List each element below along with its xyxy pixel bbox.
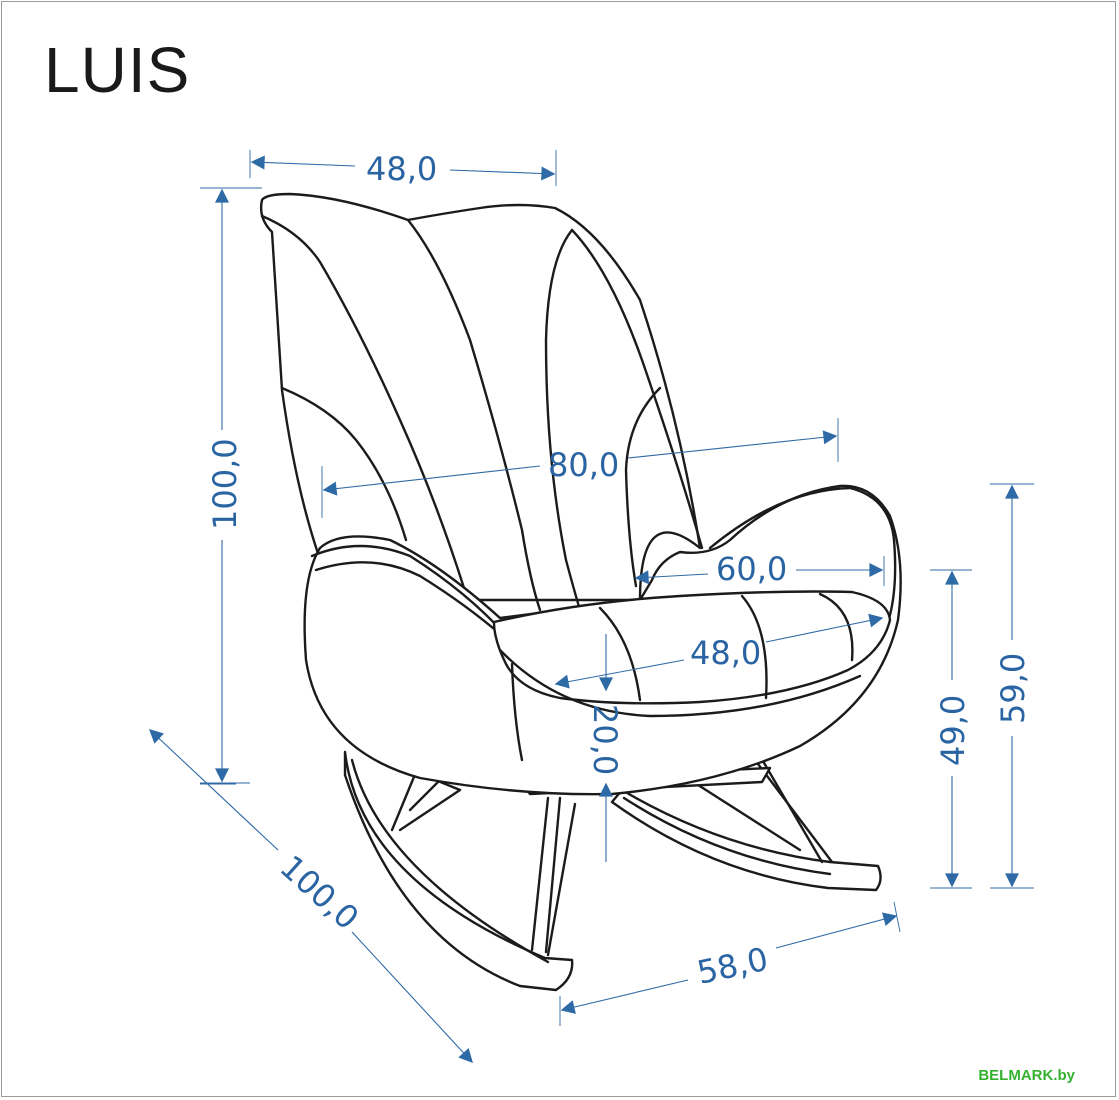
label-depth: 100,0	[273, 848, 367, 938]
dim-line-top-width	[250, 155, 356, 170]
dim-line-seat-width	[554, 659, 685, 689]
label-top-width: 48,0	[366, 150, 437, 188]
label-armrest-width: 60,0	[716, 550, 787, 588]
label-seat-width: 48,0	[690, 634, 761, 672]
dimension-lines	[148, 150, 1034, 1064]
label-seat-cushion: 20,0	[586, 704, 624, 775]
seat	[303, 484, 902, 796]
label-overall-width: 80,0	[548, 446, 619, 484]
label-armrest-height: 59,0	[994, 653, 1032, 724]
dim-line-armrest-width	[634, 570, 709, 585]
dim-line-base-width	[560, 979, 689, 1014]
label-seat-height: 49,0	[934, 695, 972, 766]
backrest	[259, 192, 704, 612]
watermark-logo: BELMARK.by	[978, 1067, 1075, 1084]
label-height: 100,0	[206, 438, 244, 530]
chair-illustration	[259, 192, 902, 992]
product-title: LUIS	[44, 34, 191, 106]
label-base-width: 58,0	[694, 940, 772, 992]
dim-line-depth	[148, 729, 279, 851]
dim-line-overall-width	[322, 465, 541, 496]
